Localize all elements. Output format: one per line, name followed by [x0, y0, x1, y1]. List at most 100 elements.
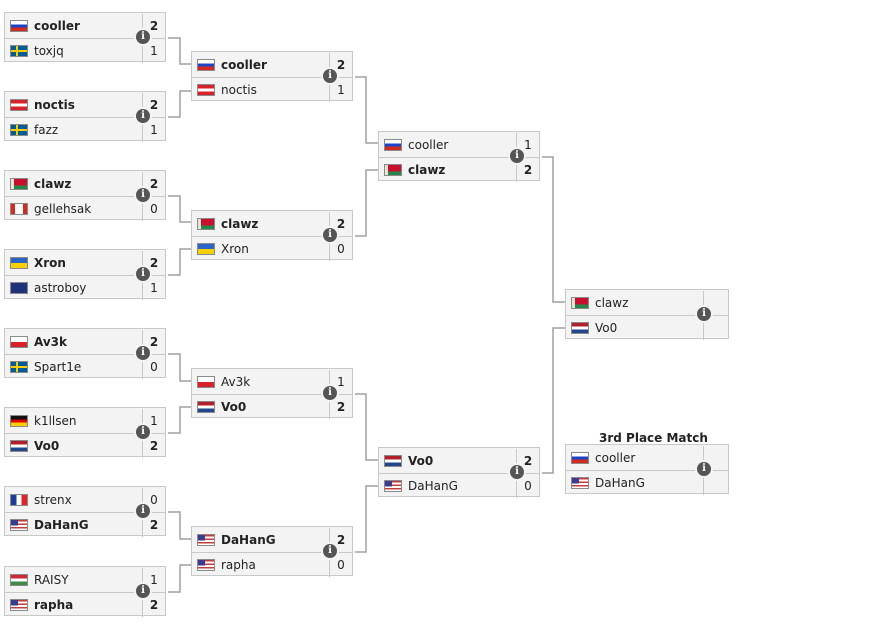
info-icon[interactable]: i — [136, 504, 150, 518]
player-score: 0 — [142, 354, 165, 379]
flag-au-icon — [10, 281, 28, 294]
info-icon[interactable]: i — [697, 462, 711, 476]
player-name: fazz — [34, 122, 59, 137]
player-score: 1 — [142, 408, 165, 433]
flag-us-icon — [571, 476, 589, 489]
flag-by-icon — [10, 177, 28, 190]
player-score: 0 — [329, 236, 352, 261]
flag-by-icon — [571, 296, 589, 309]
player-name: noctis — [34, 97, 75, 112]
info-icon[interactable]: i — [136, 425, 150, 439]
flag-nl-icon — [571, 321, 589, 334]
player-score: 0 — [329, 552, 352, 577]
player-name: cooller — [408, 137, 449, 152]
player-name: astroboy — [34, 280, 87, 295]
info-icon[interactable]: i — [510, 149, 524, 163]
player-score: 1 — [516, 132, 539, 157]
info-icon[interactable]: i — [323, 386, 337, 400]
info-icon[interactable]: i — [323, 69, 337, 83]
info-icon[interactable]: i — [136, 109, 150, 123]
player-score: 2 — [142, 592, 165, 617]
player-name: RAISY — [34, 572, 69, 587]
player-score: 1 — [142, 567, 165, 592]
info-icon[interactable]: i — [697, 307, 711, 321]
player-score: 1 — [142, 117, 165, 142]
player-slot[interactable]: DaHanG — [566, 470, 728, 495]
player-name: toxjq — [34, 43, 64, 58]
player-slot[interactable]: rapha 0 — [192, 552, 352, 577]
info-icon[interactable]: i — [323, 228, 337, 242]
player-name: rapha — [221, 557, 256, 572]
info-icon[interactable]: i — [510, 465, 524, 479]
player-slot[interactable]: Vo0 — [566, 315, 728, 340]
info-icon[interactable]: i — [136, 30, 150, 44]
player-name: cooller — [221, 57, 267, 72]
info-icon[interactable]: i — [136, 188, 150, 202]
player-name: clawz — [595, 295, 629, 310]
player-name: DaHanG — [595, 475, 645, 490]
flag-us-icon — [10, 598, 28, 611]
flag-by-icon — [384, 163, 402, 176]
player-slot[interactable]: RAISY 1 — [5, 567, 165, 593]
info-icon[interactable]: i — [136, 584, 150, 598]
player-name: gellehsak — [34, 201, 92, 216]
info-icon[interactable]: i — [323, 544, 337, 558]
flag-us-icon — [197, 558, 215, 571]
player-slot[interactable]: toxjq 1 — [5, 38, 165, 63]
flag-hu-icon — [10, 573, 28, 586]
player-slot[interactable]: clawz — [566, 290, 728, 316]
flag-de-icon — [10, 414, 28, 427]
player-name: DaHanG — [408, 478, 458, 493]
player-slot[interactable]: cooller — [566, 445, 728, 471]
player-score: 2 — [516, 157, 539, 182]
player-score: 1 — [142, 38, 165, 63]
flag-ua-icon — [10, 256, 28, 269]
info-icon[interactable]: i — [136, 267, 150, 281]
player-slot[interactable]: cooller 1 — [379, 132, 539, 158]
info-icon[interactable]: i — [136, 346, 150, 360]
flag-ru-icon — [571, 451, 589, 464]
player-slot[interactable]: fazz 1 — [5, 117, 165, 142]
player-score: 1 — [329, 369, 352, 394]
